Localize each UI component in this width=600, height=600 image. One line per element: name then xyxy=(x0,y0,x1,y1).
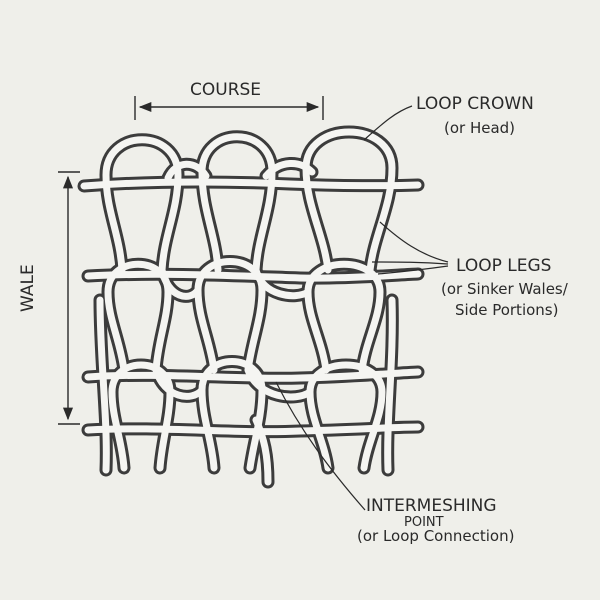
course-label: COURSE xyxy=(190,80,262,100)
leader-loop-legs-a xyxy=(379,221,449,263)
intermeshing-sublabel-1: POINT xyxy=(404,515,444,530)
loop-top-3 xyxy=(299,125,399,277)
loop-crown-label: LOOP CROWN xyxy=(416,94,534,114)
wale-label: WALE xyxy=(18,264,38,312)
leader-intermeshing xyxy=(275,381,366,511)
loop-legs-sublabel-1: (or Sinker Wales/ xyxy=(441,280,568,298)
loop-crown-sublabel: (or Head) xyxy=(444,119,516,137)
leader-lines xyxy=(275,105,449,511)
wale-dimension xyxy=(58,171,80,425)
leader-loop-legs-c xyxy=(377,265,449,275)
leader-loop-crown xyxy=(363,105,413,141)
intermeshing-sublabel-2: (or Loop Connection) xyxy=(357,527,515,545)
leader-loop-legs-b xyxy=(371,261,449,265)
yarn-loops xyxy=(77,125,425,489)
loop-legs-sublabel-2: Side Portions) xyxy=(455,301,559,319)
course-dimension xyxy=(134,96,324,120)
intermeshing-label: INTERMESHING xyxy=(366,496,497,516)
loop-legs-label: LOOP LEGS xyxy=(456,256,552,276)
